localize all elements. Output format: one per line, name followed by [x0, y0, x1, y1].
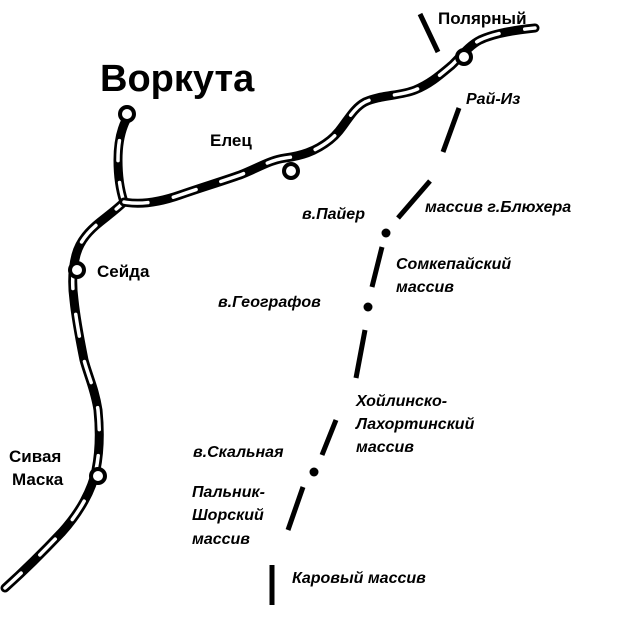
ridge-seg-2 [396, 179, 432, 220]
massif-label-karovy: Каровый массив [292, 570, 426, 587]
ridge-seg-5 [319, 419, 339, 456]
ridge-seg-polyarny [417, 12, 441, 54]
peak-label-skalnaya: в.Скальная [193, 444, 284, 461]
massif-label-khoilinsko-2: Лахортинский [355, 416, 475, 433]
station-elets-icon [282, 162, 300, 180]
peak-dot-skalnaya [309, 467, 319, 477]
massif-label-somkepaisky-2: массив [396, 279, 454, 296]
city-label-sivaya-maska-1: Сивая [9, 447, 61, 466]
peak-label-geografov: в.Географов [218, 294, 321, 311]
station-vorkuta-icon [118, 105, 136, 123]
railway-main-casing [0, 197, 129, 593]
massif-label-somkepaisky-1: Сомкепайский [396, 256, 511, 273]
massif-label-khoilinsko-3: массив [356, 439, 414, 456]
massif-label-palnik-3: массив [192, 531, 250, 548]
massif-label-khoilinsko-1: Хойлинско- [355, 393, 447, 410]
city-label-sivaya-maska-2: Маска [12, 470, 64, 489]
station-markers [68, 48, 473, 485]
ridge-seg-4 [353, 329, 368, 379]
massif-label-blyukhera: массив г.Блюхера [425, 199, 571, 216]
ridge-seg-3 [369, 246, 385, 288]
peak-dot-payer [381, 228, 391, 238]
massif-label-palnik-1: Пальник- [192, 484, 265, 501]
ridge-seg-1 [440, 107, 462, 153]
railway-east-dashes [122, 26, 537, 205]
peak-dot-geografov [363, 302, 373, 312]
station-seyda-icon [68, 261, 86, 279]
massif-label-palnik-2: Шорский [192, 507, 264, 524]
ridge-line [269, 12, 462, 605]
vorkuta-spur-dashes [116, 118, 128, 204]
massif-label-rai-iz: Рай-Из [466, 91, 520, 108]
railway-main-dashes [3, 200, 126, 590]
city-label-polyarny: Полярный [438, 9, 527, 28]
peak-label-payer: в.Пайер [302, 206, 365, 223]
city-label-seyda: Сейда [97, 262, 150, 281]
city-label-vorkuta: Воркута [100, 58, 255, 100]
railway-east-casing [119, 23, 540, 208]
station-polyarny-icon [455, 48, 473, 66]
ridge-seg-6 [285, 486, 306, 531]
city-label-elets: Елец [210, 131, 252, 150]
station-sivaya-maska-icon [89, 467, 107, 485]
peak-markers [309, 228, 391, 477]
